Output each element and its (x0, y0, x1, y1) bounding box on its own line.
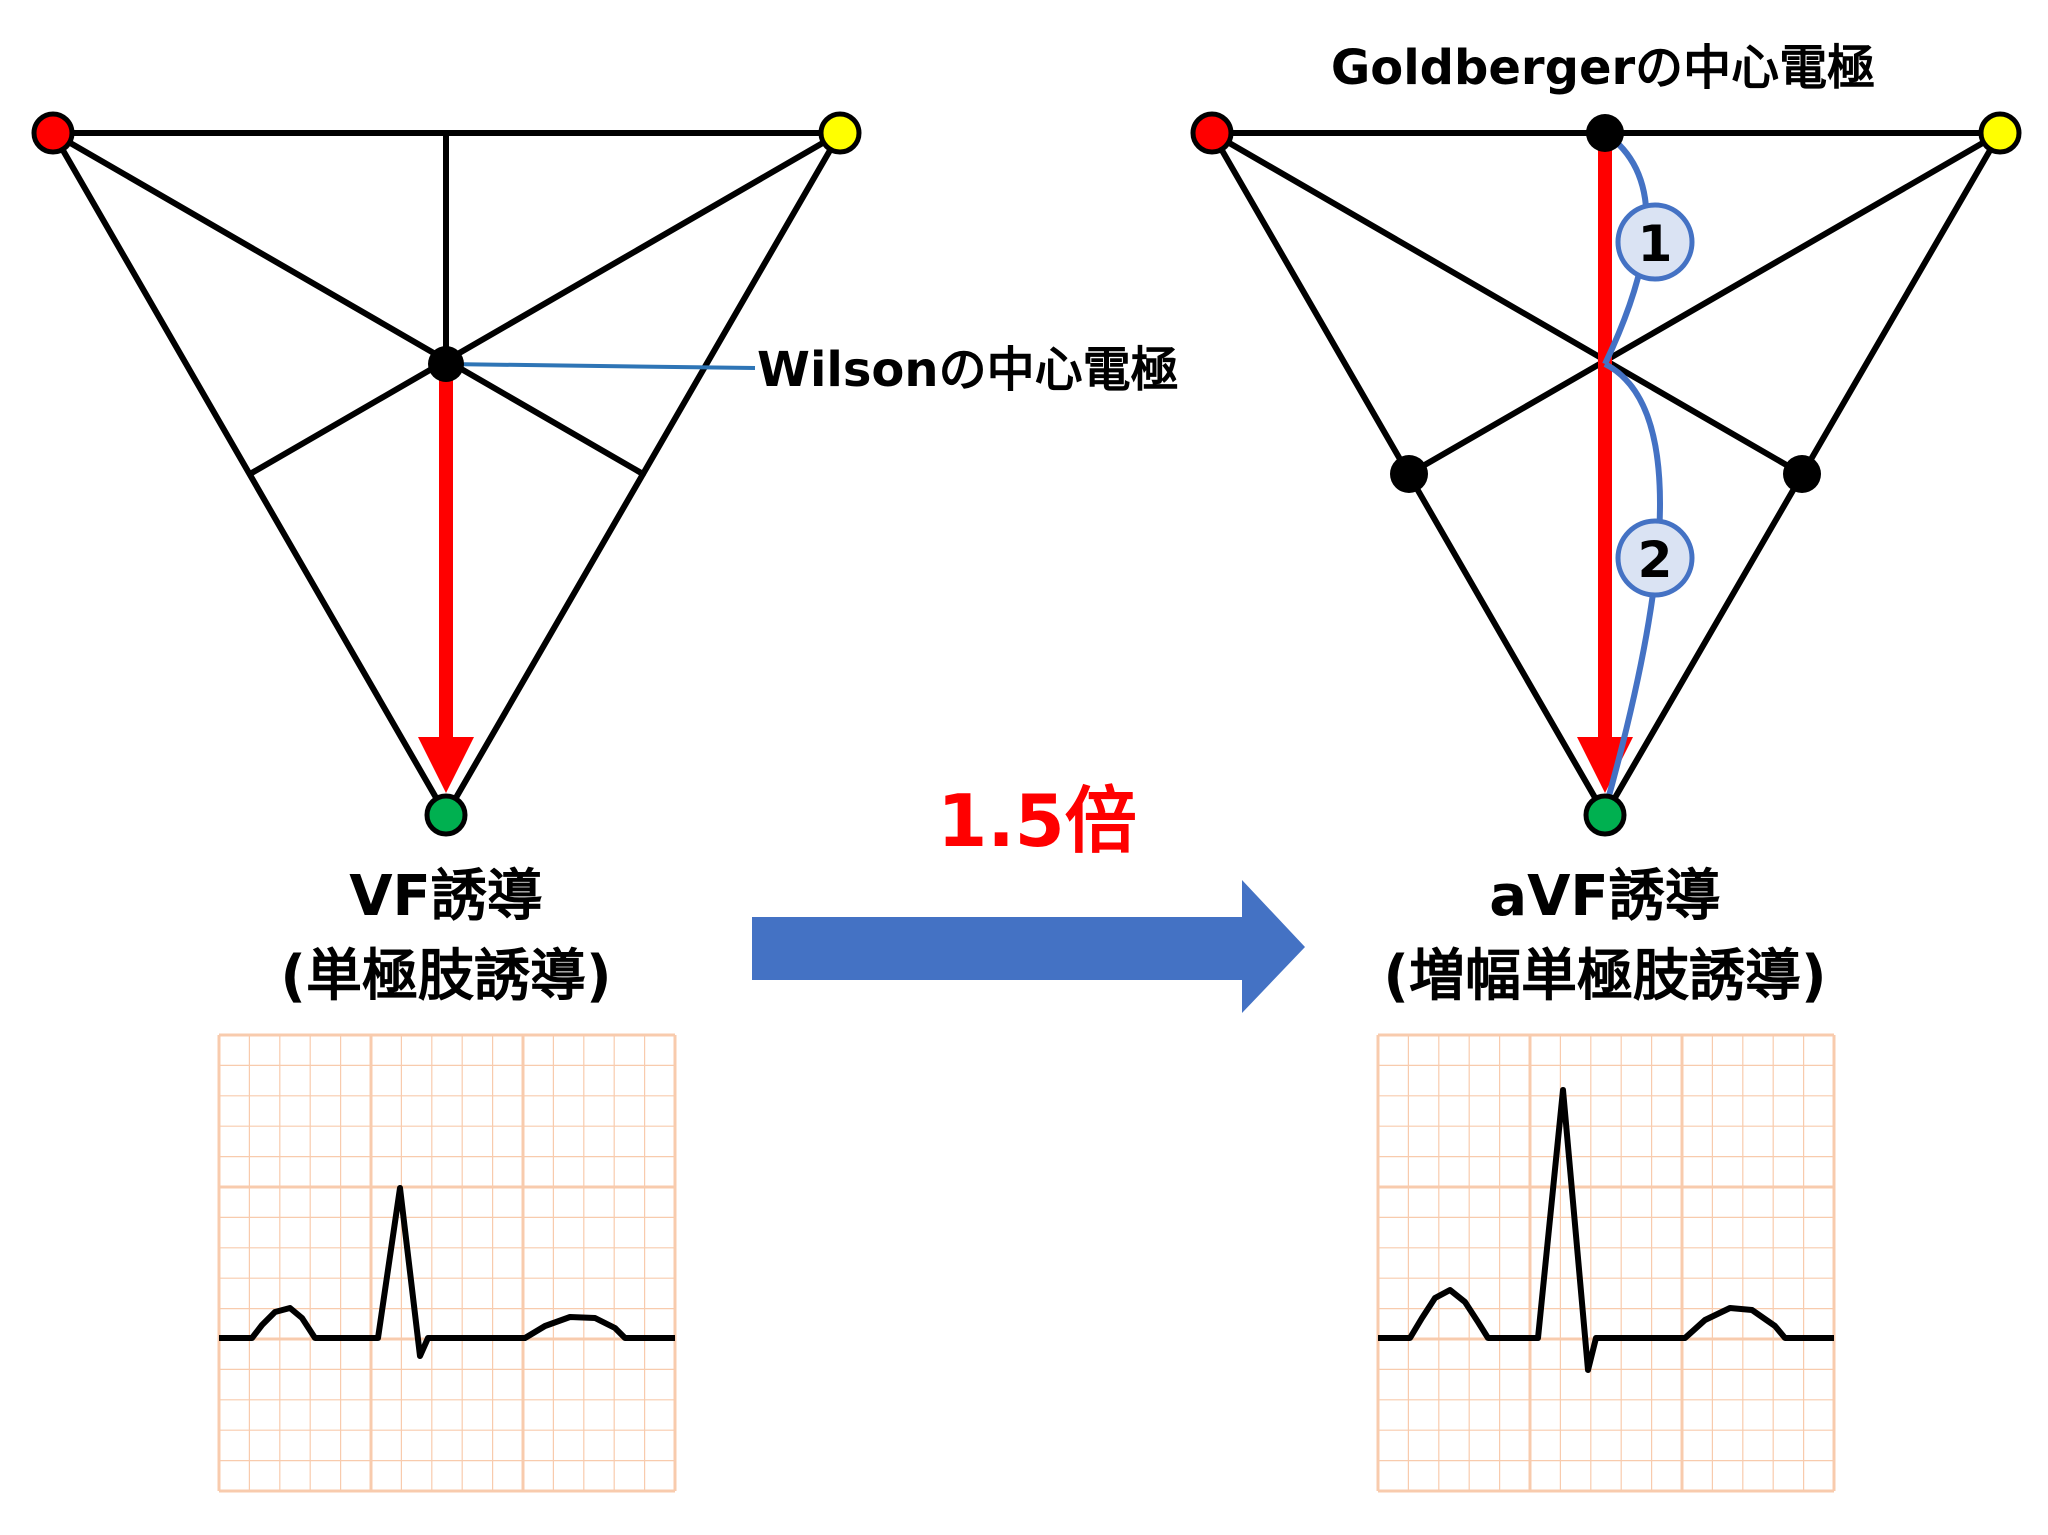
avf-lead-subtitle: (増幅単極肢誘導) (1383, 944, 1826, 1009)
segment-2-badge: 2 (1615, 518, 1695, 598)
right-triangle (1209, 130, 2003, 818)
left-arm-electrode-right (1978, 111, 2022, 155)
median-from-yellow (247, 130, 843, 477)
left-leg-electrode-left (424, 793, 468, 837)
segment-2-label: 2 (1638, 531, 1673, 589)
left-leg-electrode-right (1583, 793, 1627, 837)
vf-lead-title: VF誘導 (349, 864, 543, 929)
avf-ecg-trace (1378, 1087, 1834, 1373)
ecg-grid (1376, 1033, 1836, 1493)
avf-ecg-strip (1376, 1033, 1836, 1493)
vf-ecg-strip (217, 1033, 677, 1493)
wilson-center-label: Wilsonの中心電極 (757, 342, 1179, 398)
left-edge-midpoint-node (1390, 455, 1428, 493)
left-center-callout-line (445, 362, 756, 370)
left-triangle (50, 130, 843, 818)
segment-1-badge: 1 (1615, 202, 1695, 282)
avf-lead-title: aVF誘導 (1489, 864, 1720, 929)
left-arm-electrode-left (818, 111, 862, 155)
block-arrow-right-icon (752, 880, 1305, 1013)
ecg-grid (217, 1033, 677, 1493)
median-from-red (50, 130, 646, 477)
segment-2-bracket (1602, 361, 1663, 811)
right-edge-midpoint-node (1783, 455, 1821, 493)
goldberger-center-label: Goldbergerの中心電極 (1331, 40, 1875, 96)
right-arm-electrode-left (31, 111, 75, 155)
amplification-factor: 1.5倍 (937, 779, 1137, 863)
right-arm-electrode-right (1190, 111, 1234, 155)
vf-lead-subtitle: (単極肢誘導) (280, 944, 611, 1009)
segment-1-label: 1 (1638, 215, 1673, 273)
median-from-red (1209, 130, 1805, 477)
goldberger-top-node (1586, 114, 1624, 152)
median-from-yellow (1406, 130, 2003, 477)
vf-ecg-trace (219, 1185, 675, 1359)
wilson-center-node (428, 346, 464, 382)
